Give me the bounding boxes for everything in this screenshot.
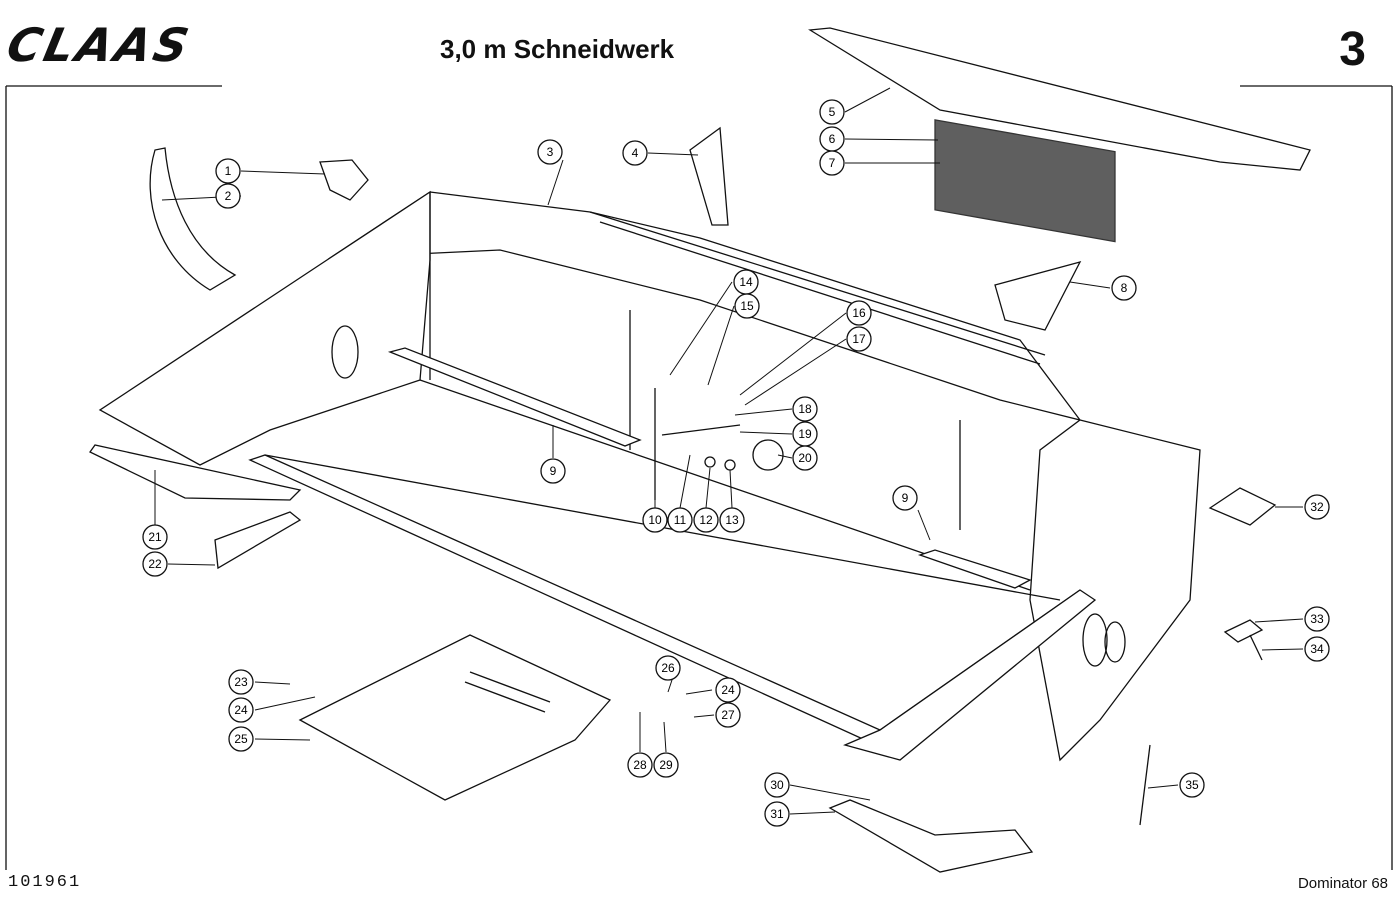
callout-label: 30 bbox=[770, 778, 784, 792]
callout-11: 11 bbox=[667, 507, 693, 533]
callout-label: 26 bbox=[661, 661, 675, 675]
callout-label: 3 bbox=[547, 145, 554, 159]
frame-right-side-panel bbox=[1029, 419, 1201, 762]
callout-19: 19 bbox=[792, 421, 818, 447]
callout-label: 5 bbox=[829, 105, 836, 119]
callout-34: 34 bbox=[1304, 636, 1330, 662]
callout-17: 17 bbox=[846, 326, 872, 352]
callout-label: 2 bbox=[225, 189, 232, 203]
callout-label: 33 bbox=[1310, 612, 1324, 626]
callout-label: 28 bbox=[633, 758, 647, 772]
frame-rear-beam bbox=[327, 191, 1082, 422]
callout-31: 31 bbox=[764, 801, 790, 827]
callout-21: 21 bbox=[142, 524, 168, 550]
callout-label: 16 bbox=[852, 306, 866, 320]
callout-label: 24 bbox=[234, 703, 248, 717]
callout-3: 3 bbox=[537, 139, 563, 165]
callout-20: 20 bbox=[792, 445, 818, 471]
callout-label: 4 bbox=[632, 146, 639, 160]
callout-label: 12 bbox=[699, 513, 713, 527]
callout-label: 20 bbox=[798, 451, 812, 465]
callout-label: 35 bbox=[1185, 778, 1199, 792]
callout-27: 27 bbox=[715, 702, 741, 728]
callout-29: 29 bbox=[653, 752, 679, 778]
callout-label: 31 bbox=[770, 807, 784, 821]
callout-26: 26 bbox=[655, 655, 681, 681]
callout-15: 15 bbox=[734, 293, 760, 319]
callout-label: 6 bbox=[829, 132, 836, 146]
callout-label: 29 bbox=[659, 758, 673, 772]
callout-label: 21 bbox=[148, 530, 162, 544]
callout-13: 13 bbox=[719, 507, 745, 533]
callout-label: 27 bbox=[721, 708, 735, 722]
callout-5: 5 bbox=[819, 99, 845, 125]
callout-label: 9 bbox=[902, 491, 909, 505]
callout-label: 15 bbox=[740, 299, 754, 313]
callout-label: 34 bbox=[1310, 642, 1324, 656]
callout-label: 18 bbox=[798, 402, 812, 416]
frame-front-angle-bar bbox=[248, 454, 1097, 761]
callout-32: 32 bbox=[1304, 494, 1330, 520]
callout-label: 14 bbox=[739, 275, 753, 289]
callout-9: 9 bbox=[892, 485, 918, 511]
callout-label: 9 bbox=[550, 464, 557, 478]
machine-model: Dominator 68 bbox=[1297, 875, 1388, 892]
callout-24: 24 bbox=[715, 677, 741, 703]
callout-12: 12 bbox=[693, 507, 719, 533]
callout-label: 11 bbox=[674, 513, 687, 527]
callout-label: 23 bbox=[234, 675, 248, 689]
callout-2: 2 bbox=[215, 183, 241, 209]
callout-label: 25 bbox=[234, 732, 248, 746]
callout-18: 18 bbox=[792, 396, 818, 422]
drawing-number: 101961 bbox=[8, 873, 82, 892]
callout-1: 1 bbox=[215, 158, 241, 184]
callout-8: 8 bbox=[1111, 275, 1137, 301]
callout-24: 24 bbox=[228, 697, 254, 723]
callout-label: 19 bbox=[798, 427, 812, 441]
callout-28: 28 bbox=[627, 752, 653, 778]
callout-33: 33 bbox=[1304, 606, 1330, 632]
callout-label: 22 bbox=[148, 557, 162, 571]
callout-22: 22 bbox=[142, 551, 168, 577]
callout-25: 25 bbox=[228, 726, 254, 752]
callout-35: 35 bbox=[1179, 772, 1205, 798]
page-number: 3 bbox=[1339, 23, 1366, 76]
callout-23: 23 bbox=[228, 669, 254, 695]
callout-7: 7 bbox=[819, 150, 845, 176]
callout-label: 32 bbox=[1310, 500, 1324, 514]
page-title: 3,0 m Schneidwerk bbox=[440, 34, 675, 64]
callout-label: 10 bbox=[648, 513, 662, 527]
callout-4: 4 bbox=[622, 140, 648, 166]
callout-6: 6 bbox=[819, 126, 845, 152]
callout-30: 30 bbox=[764, 772, 790, 798]
callout-label: 1 bbox=[225, 164, 232, 178]
callout-16: 16 bbox=[846, 300, 872, 326]
callout-9: 9 bbox=[540, 458, 566, 484]
frame-left-side-panel bbox=[98, 190, 431, 466]
callout-label: 7 bbox=[829, 156, 836, 170]
top-cover-plate bbox=[808, 27, 1311, 171]
callout-label: 8 bbox=[1121, 281, 1128, 295]
callout-label: 17 bbox=[852, 332, 866, 346]
callout-14: 14 bbox=[733, 269, 759, 295]
callout-10: 10 bbox=[642, 507, 668, 533]
callout-label: 24 bbox=[721, 683, 735, 697]
callout-label: 13 bbox=[725, 513, 739, 527]
